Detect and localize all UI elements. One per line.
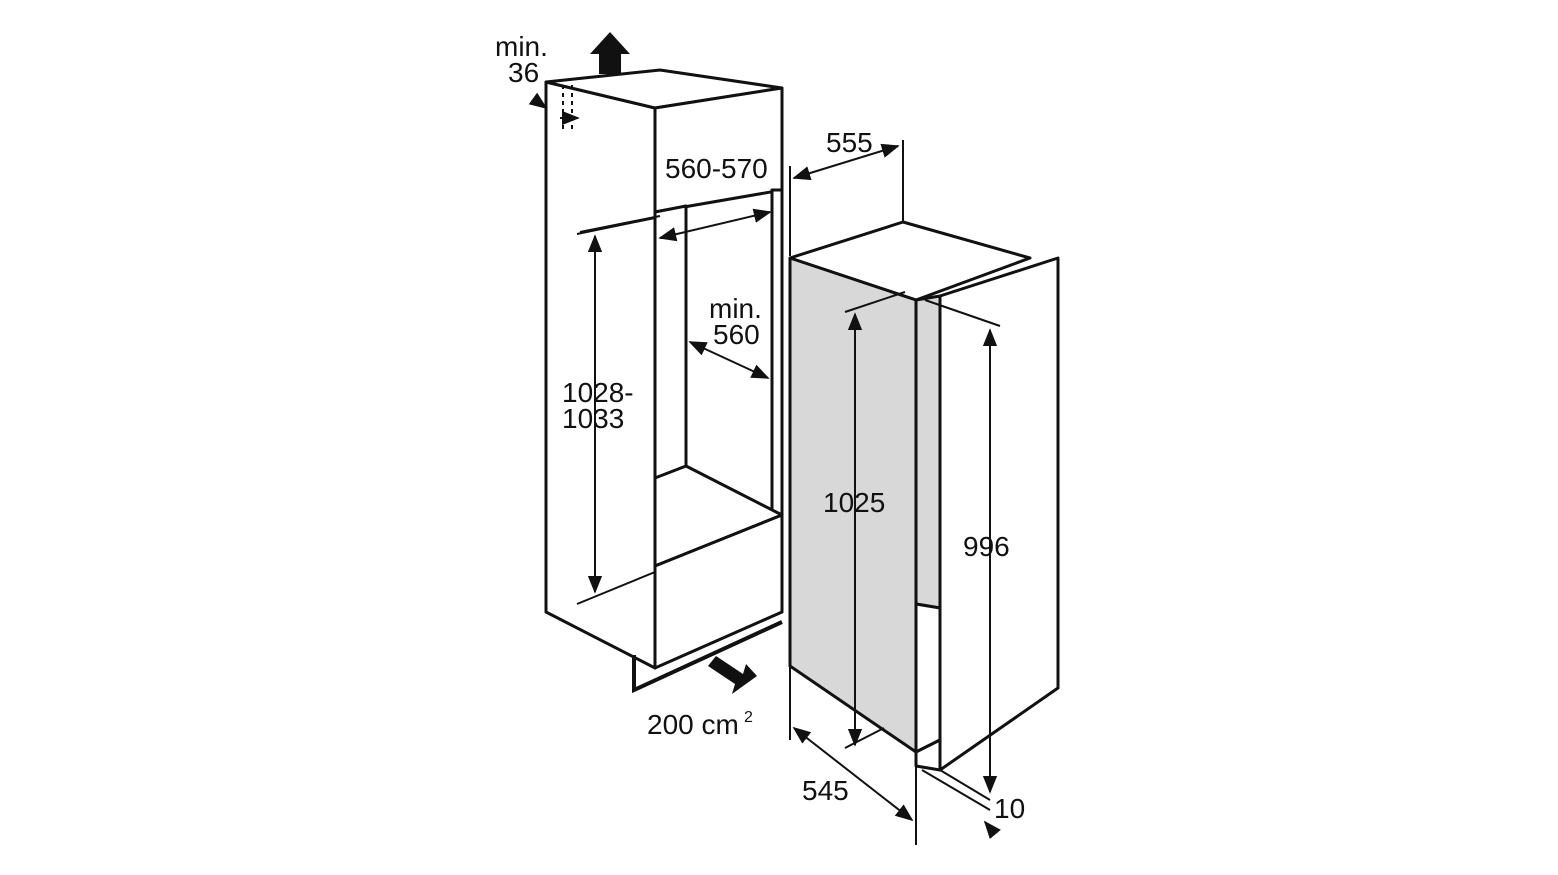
niche-dimension-lines — [576, 208, 772, 605]
door-height-label: 996 — [963, 531, 1010, 562]
ventilation-area-label: 200 cm — [647, 709, 739, 740]
niche-height-label-line2: 1033 — [562, 403, 624, 434]
top-gap-label-line2: 36 — [508, 57, 539, 88]
niche-width-label-line2: 560 — [713, 319, 760, 350]
niche-width-label-line1: min. — [709, 293, 762, 324]
top-gap-marker — [528, 85, 580, 132]
appliance-depth-label: 545 — [802, 775, 849, 806]
air-inlet-arrow-icon — [708, 656, 757, 694]
appliance-front-lower — [914, 602, 942, 754]
niche-cabinet — [544, 68, 784, 670]
top-gap-label-line1: min. — [495, 31, 548, 62]
niche-top-front — [653, 86, 784, 214]
niche-plinth — [653, 513, 784, 670]
appliance-height-label: 1025 — [823, 487, 885, 518]
niche-depth-label: 560-570 — [665, 153, 768, 184]
niche-height-label-line1: 1028- — [562, 377, 634, 408]
appliance-dimension-lines — [789, 140, 1001, 845]
appliance-width-label: 555 — [826, 127, 873, 158]
appliance-front — [914, 294, 942, 610]
appliance-door — [938, 256, 1060, 772]
niche-base-line — [632, 620, 783, 694]
appliance — [788, 220, 1060, 772]
niche-left-panel — [544, 80, 657, 670]
air-outlet-arrow-icon — [590, 32, 630, 74]
door-gap-label: 10 — [994, 793, 1025, 824]
ventilation-area-unit-superscript: 2 — [744, 709, 753, 726]
niche-left-frame — [653, 204, 688, 482]
niche-right-frame — [770, 188, 784, 522]
